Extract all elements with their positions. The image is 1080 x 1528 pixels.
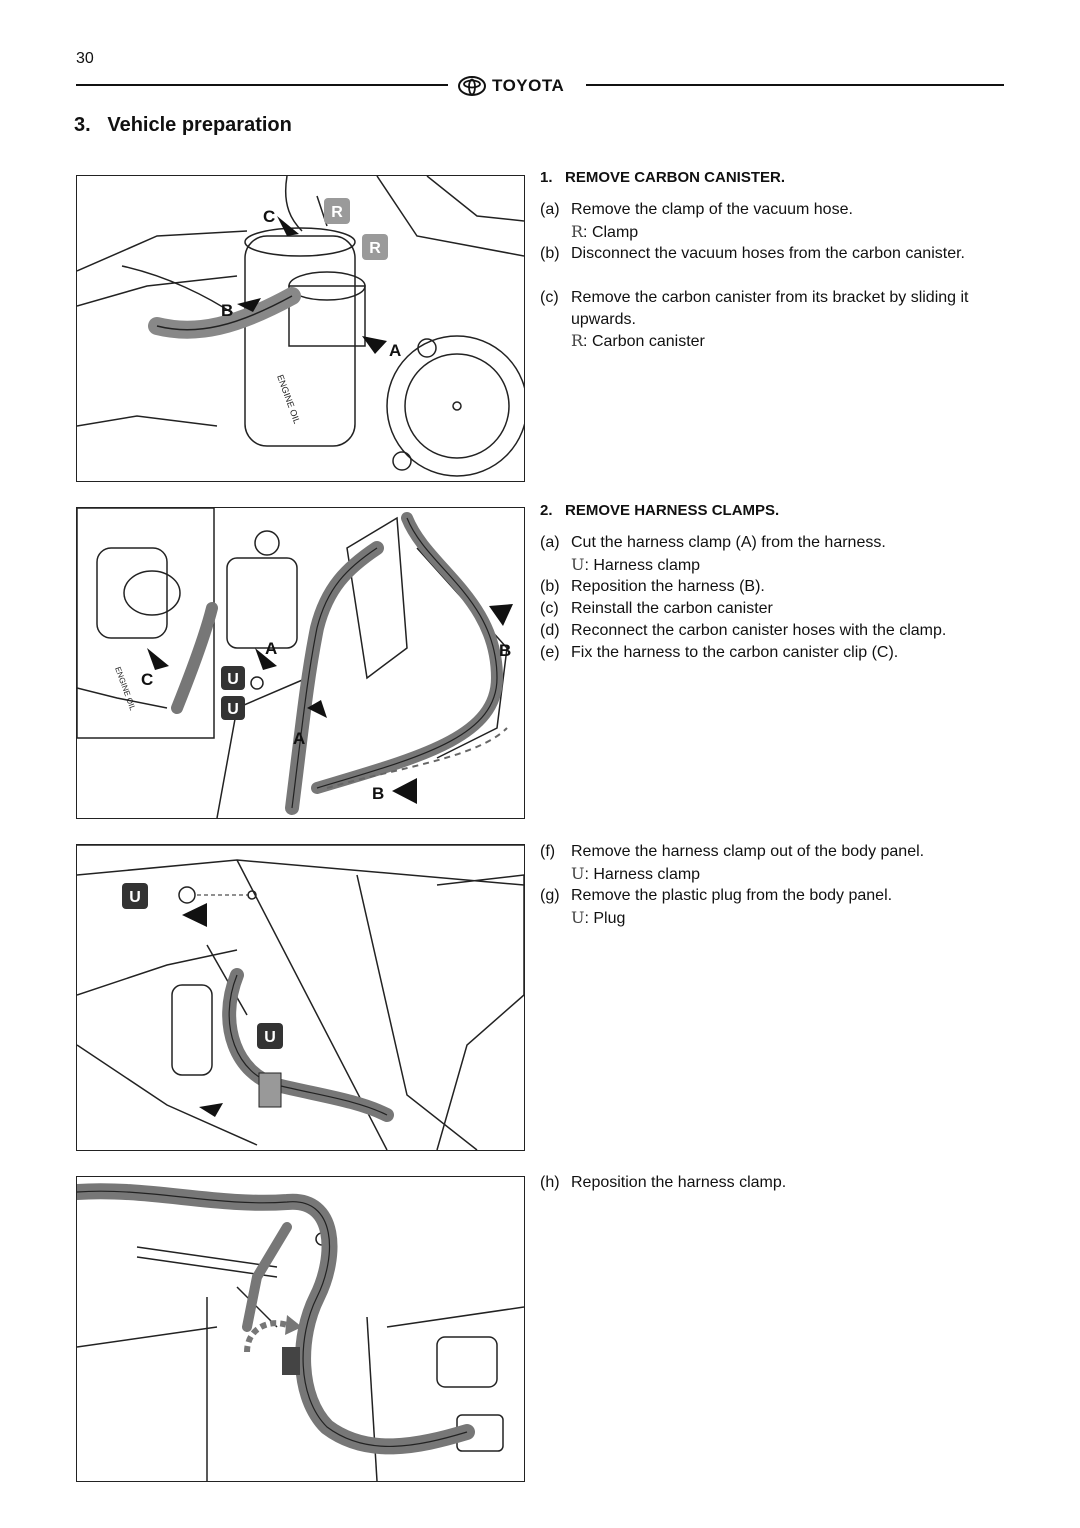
step-1-item-c: (c) Remove the carbon canister from its … [540,287,1015,331]
harness-clamp-badge [221,666,245,690]
step-1-note-canister: R: Carbon canister [571,330,705,353]
step-2-item-d: (d) Reconnect the carbon canister hoses … [540,620,1015,642]
item-label: (c) [540,600,559,617]
item-label: (e) [540,644,560,661]
brand-logo: TOYOTA [458,76,564,96]
callout-label: C [141,670,153,689]
callout-label: B [372,784,384,803]
step-1-heading: 1. REMOVE CARBON CANISTER. [540,169,786,186]
note-text: : Harness clamp [584,866,701,883]
note-symbol: R [571,331,584,350]
step-2-note-plug: U: Plug [571,907,625,930]
badge-label: U [264,1029,276,1046]
header-rule-left [76,84,448,86]
item-label: (b) [540,578,560,595]
figure-carbon-canister: R R C B A ENGINE OIL [76,175,525,482]
item-text: Reposition the harness clamp. [571,1174,787,1191]
badge-label: U [129,889,141,906]
item-text: Disconnect the vacuum hoses from the car… [571,245,965,262]
item-text: Cut the harness clamp (A) from the harne… [571,534,886,551]
item-text: Remove the plastic plug from the body pa… [571,887,893,904]
badge-label: R [331,204,343,221]
engine-oil-label: ENGINE OIL [275,373,302,425]
section-title: 3. Vehicle preparation [74,114,292,136]
harness-clamps-illustration: U U C A B A B ENGINE OIL [77,508,513,818]
engine-oil-label: ENGINE OIL [113,666,137,713]
item-label: (h) [540,1174,560,1191]
brand-name: TOYOTA [492,76,565,95]
harness-clamp-badge [122,883,148,909]
note-symbol: U [571,908,585,927]
reposition-clamp-illustration [77,1183,524,1481]
item-text: Remove the clamp of the vacuum hose. [571,201,853,218]
plug-badge [257,1023,283,1049]
page-number: 30 [76,50,94,67]
step-2-item-f: (f) Remove the harness clamp out of the … [540,841,1015,863]
step-2-note-harness-clamp-2: U: Harness clamp [571,863,700,886]
note-text: : Plug [584,910,626,927]
callout-label: B [221,301,233,320]
header-rule-right [586,84,1004,86]
badge-label: U [227,671,239,688]
step-1-item-a: (a) Remove the clamp of the vacuum hose. [540,199,1015,221]
callout-label: B [499,641,511,660]
step-1-note-clamp: R: Clamp [571,221,638,244]
note-text: : Carbon canister [583,333,705,350]
item-text: Remove the harness clamp out of the body… [571,843,925,860]
step-2-heading: 2. REMOVE HARNESS CLAMPS. [540,502,780,519]
clamp-badge [362,234,388,260]
item-label: (c) [540,289,559,306]
step-1-item-b: (b) Disconnect the vacuum hoses from the… [540,243,1015,265]
body-panel-illustration: U U [77,845,524,1150]
clamp-badge [324,198,350,224]
note-symbol: U [571,555,585,574]
carbon-canister-illustration: R R C B A ENGINE OIL [77,176,524,477]
figure-body-panel: U U [76,844,525,1151]
note-text: : Clamp [583,224,639,241]
step-2-item-g: (g) Remove the plastic plug from the bod… [540,885,1015,907]
item-text: Remove the carbon canister from its brac… [571,289,969,328]
callout-label: C [263,207,275,226]
badge-label: R [369,240,381,257]
item-text: Reconnect the carbon canister hoses with… [571,622,947,639]
item-label: (g) [540,887,560,904]
item-text: Reinstall the carbon canister [571,600,773,617]
step-2-item-a: (a) Cut the harness clamp (A) from the h… [540,532,1015,554]
item-label: (a) [540,534,560,551]
item-label: (b) [540,245,560,262]
step-2-item-h: (h) Reposition the harness clamp. [540,1172,1015,1194]
callout-label: A [265,639,277,658]
step-2-item-e: (e) Fix the harness to the carbon canist… [540,642,1015,664]
badge-label: U [227,701,239,718]
harness-clamp-badge [221,696,245,720]
note-symbol: U [571,864,585,883]
figure-harness-clamps: U U C A B A B ENGINE OIL [76,507,525,819]
step-2-note-harness-clamp: U: Harness clamp [571,554,700,577]
item-label: (f) [540,843,556,860]
note-symbol: R [571,222,584,241]
note-text: : Harness clamp [584,557,701,574]
figure-reposition-clamp [76,1176,525,1482]
callout-label: A [293,729,305,748]
item-label: (d) [540,622,560,639]
step-2-item-b: (b) Reposition the harness (B). [540,576,1015,598]
step-2-item-c: (c) Reinstall the carbon canister [540,598,1015,620]
item-text: Reposition the harness (B). [571,578,765,595]
toyota-emblem-icon [458,76,486,96]
item-text: Fix the harness to the carbon canister c… [571,644,899,661]
item-label: (a) [540,201,560,218]
callout-label: A [389,341,401,360]
